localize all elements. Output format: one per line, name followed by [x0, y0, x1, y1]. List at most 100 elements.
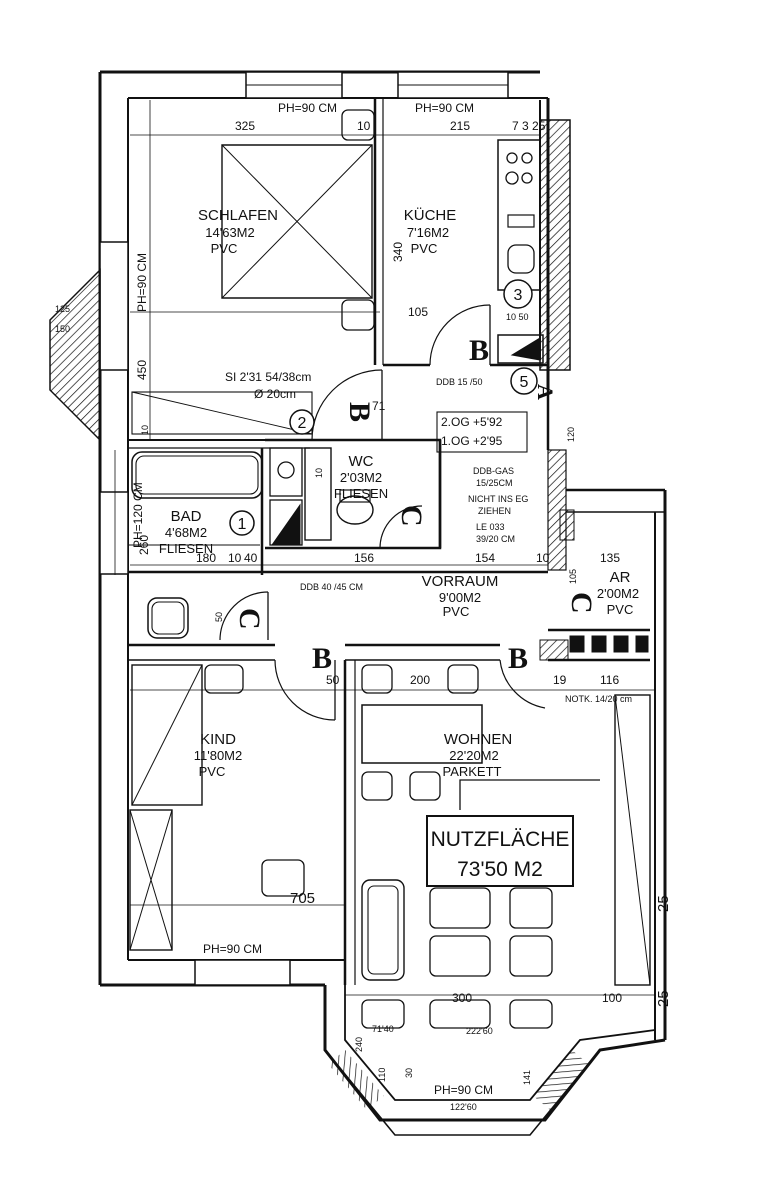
dim-125: 125: [55, 304, 70, 314]
room-floor-ar: PVC: [607, 602, 634, 617]
dim-135: 135: [600, 551, 620, 565]
room-labels: SCHLAFEN 14'63M2 PVC KÜCHE 7'16M2 PVC WC…: [159, 206, 639, 779]
section-b-kitchen: B: [469, 334, 489, 367]
dim-180: 180: [196, 551, 216, 565]
section-b-schlafen: B: [343, 402, 376, 422]
dim-40: 40: [244, 551, 258, 565]
dim-105-b: 105: [568, 569, 578, 584]
note-ph-left: PH=90 CM: [135, 253, 149, 312]
dim-120: 120: [566, 427, 576, 442]
note-ph-top-left: PH=90 CM: [278, 101, 337, 115]
marker-1-label: 1: [238, 516, 247, 533]
note-ph-bad: PH=120 CM: [131, 482, 145, 548]
room-area-wc: 2'03M2: [340, 470, 382, 485]
room-floor-bad: FLIESEN: [159, 541, 213, 556]
dimension-labels: 325 10 215 7 3 25 340 105 10 50 450 71 1…: [55, 119, 672, 1112]
room-floor-kind: PVC: [199, 764, 226, 779]
room-name-ar: AR: [610, 569, 631, 586]
dim-50-b: 50: [326, 673, 340, 687]
marker-circle-2: [289, 409, 315, 435]
dim-240: 240: [354, 1037, 364, 1052]
total-value: 73'50 M2: [457, 858, 543, 881]
room-area-kueche: 7'16M2: [407, 225, 449, 240]
dim-154: 154: [475, 551, 495, 565]
note-ddb-kitchen: DDB 15 /50: [436, 377, 483, 387]
marker-5-label: 5: [520, 374, 529, 391]
dim-222-60: 222'60: [466, 1026, 493, 1036]
room-floor-schlafen: PVC: [211, 241, 238, 256]
dim-19: 19: [553, 673, 567, 687]
marker-circle-3: [503, 279, 533, 309]
note-ddb-vorraum: DDB 40 /45 CM: [300, 582, 363, 592]
dim-30: 30: [404, 1068, 414, 1078]
dim-116: 116: [600, 673, 619, 687]
note-ph-bay: PH=90 CM: [434, 1083, 493, 1097]
dim-325: 325: [235, 119, 255, 133]
room-name-schlafen: SCHLAFEN: [198, 207, 278, 224]
section-b-left: B: [312, 642, 332, 675]
room-floor-wohnen: PARKETT: [443, 764, 502, 779]
marker-3-label: 3: [514, 287, 523, 304]
room-area-wohnen: 22'20M2: [449, 748, 498, 763]
note-si: SI 2'31 54/38cm: [225, 370, 311, 384]
dim-705: 705: [290, 890, 315, 907]
room-name-vorraum: VORRAUM: [422, 573, 499, 590]
total-area-box: NUTZFLÄCHE 73'50 M2: [426, 815, 574, 887]
note-nicht: NICHT INS EG: [468, 494, 528, 504]
dim-25-b: 25: [655, 990, 672, 1007]
room-name-kueche: KÜCHE: [404, 206, 457, 224]
section-c-vorraum: C: [233, 608, 266, 630]
room-name-wc: WC: [349, 453, 374, 470]
dim-300: 300: [452, 991, 472, 1005]
room-area-kind: 11'80M2: [194, 748, 243, 763]
note-ddb-gas-size: 15/25CM: [476, 478, 513, 488]
dim-50-a: 50: [214, 612, 224, 622]
room-floor-wc: FLIESEN: [334, 486, 388, 501]
note-ph-kind-bottom: PH=90 CM: [203, 942, 262, 956]
note-si-diameter: Ø 20cm: [254, 387, 296, 401]
section-c-ar: C: [565, 592, 598, 614]
room-area-schlafen: 14'63M2: [205, 225, 254, 240]
dim-7-3-25: 7 3 25: [512, 119, 546, 133]
total-label: NUTZFLÄCHE: [431, 828, 570, 851]
walls: [49, 70, 667, 1136]
marker-circle-1: [229, 510, 255, 536]
note-2og: 2.OG +5'92: [441, 415, 503, 429]
dim-100: 100: [602, 991, 622, 1005]
dim-122-60: 122'60: [450, 1102, 477, 1112]
note-notk: NOTK. 14/20 cm: [565, 694, 632, 704]
section-c-wc: C: [395, 505, 428, 527]
note-ziehen: ZIEHEN: [478, 506, 511, 516]
note-ddb-gas: DDB-GAS: [473, 466, 514, 476]
dim-10: 10: [357, 119, 371, 133]
dim-340: 340: [391, 242, 405, 262]
section-b-right: B: [508, 642, 528, 675]
dim-25-a: 25: [655, 895, 672, 912]
room-floor-vorraum: PVC: [443, 604, 470, 619]
note-ph-top-right: PH=90 CM: [415, 101, 474, 115]
dim-10-c: 10: [536, 551, 550, 565]
marker-2-label: 2: [298, 415, 307, 432]
annotations: PH=90 CM PH=90 CM PH=90 CM PH=120 CM PH=…: [131, 101, 632, 1097]
dim-260: 260: [137, 535, 151, 555]
dim-215: 215: [450, 119, 470, 133]
marker-circle-5: [510, 367, 538, 395]
dim-150: 150: [55, 324, 70, 334]
room-name-wohnen: WOHNEN: [444, 731, 512, 748]
section-a: A: [533, 384, 558, 400]
room-name-bad: BAD: [171, 508, 202, 525]
dim-141: 141: [522, 1070, 532, 1085]
room-area-vorraum: 9'00M2: [439, 590, 481, 605]
note-le: LE 033: [476, 522, 505, 532]
dim-156: 156: [354, 551, 374, 565]
markers: 1 2 3 5 B B B B C C C A: [229, 279, 598, 675]
dim-71-40: 71'40: [372, 1024, 394, 1034]
note-le-size: 39/20 CM: [476, 534, 515, 544]
dim-10-50: 10 50: [506, 312, 529, 322]
dim-71: 71: [372, 399, 386, 413]
dim-10-bad: 10: [140, 425, 150, 435]
dim-105: 105: [408, 305, 428, 319]
dim-110: 110: [377, 1068, 387, 1082]
note-1og: 1.OG +2'95: [441, 434, 503, 448]
